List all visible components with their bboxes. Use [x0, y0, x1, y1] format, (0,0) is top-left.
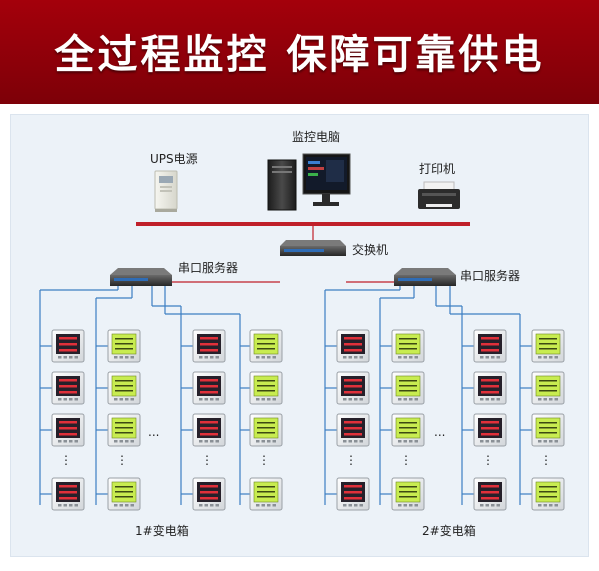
- desktop-computer-icon: [267, 153, 351, 211]
- led-power-meter-icon: [40, 413, 85, 447]
- led-power-meter-icon: [325, 371, 370, 405]
- lcd-power-meter-icon: [520, 477, 565, 511]
- main-bus-line: [136, 222, 470, 226]
- vertical-dots-2: ⋮: [201, 453, 213, 467]
- led-power-meter-icon: [462, 413, 507, 447]
- switch-label: 交换机: [352, 242, 388, 257]
- lcd-power-meter-icon: [520, 413, 565, 447]
- vertical-dots-3: ⋮: [258, 453, 270, 467]
- vertical-dots-0: ⋮: [60, 453, 72, 467]
- led-power-meter-icon: [462, 477, 507, 511]
- lcd-power-meter-icon: [380, 329, 425, 363]
- lcd-power-meter-icon: [240, 329, 283, 363]
- serial-server-label-right: 串口服务器: [460, 268, 520, 283]
- monitor-pc-label: 监控电脑: [292, 130, 340, 144]
- lcd-power-meter-icon: [96, 371, 141, 405]
- vertical-dots-1: ⋮: [116, 453, 128, 467]
- lcd-power-meter-icon: [240, 371, 283, 405]
- led-power-meter-icon: [40, 371, 85, 405]
- led-power-meter-icon: [325, 477, 370, 511]
- ups-cabinet-icon: [154, 170, 178, 212]
- vertical-dots-5: ⋮: [400, 453, 412, 467]
- lcd-power-meter-icon: [240, 413, 283, 447]
- led-power-meter-icon: [40, 477, 85, 511]
- lcd-power-meter-icon: [240, 477, 283, 511]
- power-meters: [40, 329, 565, 511]
- led-power-meter-icon: [462, 329, 507, 363]
- lcd-power-meter-icon: [96, 413, 141, 447]
- network-switch-icon: [280, 240, 346, 256]
- ellipsis-left: ...: [148, 425, 159, 439]
- lcd-power-meter-icon: [520, 329, 565, 363]
- led-power-meter-icon: [40, 329, 85, 363]
- lcd-power-meter-icon: [96, 477, 141, 511]
- lcd-power-meter-icon: [380, 413, 425, 447]
- lcd-power-meter-icon: [96, 329, 141, 363]
- led-power-meter-icon: [181, 413, 226, 447]
- vertical-dots-7: ⋮: [540, 453, 552, 467]
- ups-label: UPS电源: [150, 152, 198, 166]
- box1-label: 1#变电箱: [135, 523, 189, 538]
- led-power-meter-icon: [325, 413, 370, 447]
- serial-server-icon-right: [394, 268, 456, 286]
- ellipsis-right: ...: [434, 425, 445, 439]
- led-power-meter-icon: [181, 477, 226, 511]
- led-power-meter-icon: [181, 329, 226, 363]
- led-power-meter-icon: [325, 329, 370, 363]
- serial-server-icon-left: [110, 268, 172, 286]
- vertical-dots-4: ⋮: [345, 453, 357, 467]
- printer-icon: [418, 181, 460, 209]
- led-power-meter-icon: [181, 371, 226, 405]
- led-power-meter-icon: [462, 371, 507, 405]
- vertical-dots: ⋮ ⋮ ⋮ ⋮ ⋮ ⋮ ⋮ ⋮: [60, 453, 552, 467]
- banner: 全过程监控 保障可靠供电: [0, 0, 599, 104]
- lcd-power-meter-icon: [380, 371, 425, 405]
- lcd-power-meter-icon: [520, 371, 565, 405]
- connection-lines: [39, 226, 521, 505]
- lcd-power-meter-icon: [380, 477, 425, 511]
- vertical-dots-6: ⋮: [482, 453, 494, 467]
- banner-title: 全过程监控 保障可靠供电: [54, 32, 545, 78]
- serial-server-label-left: 串口服务器: [178, 260, 238, 275]
- printer-label: 打印机: [419, 162, 455, 176]
- box2-label: 2#变电箱: [422, 523, 476, 538]
